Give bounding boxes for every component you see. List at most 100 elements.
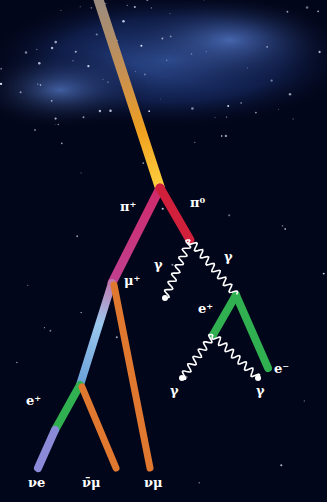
photon-line (189, 240, 238, 295)
star (107, 82, 108, 83)
star (36, 49, 37, 50)
star (203, 0, 205, 1)
star (76, 235, 78, 237)
primary-track (98, 0, 160, 188)
particle-label: γ (170, 384, 179, 398)
star (227, 105, 229, 107)
particle-label: μ⁺ (124, 274, 140, 288)
star (148, 110, 150, 112)
star (16, 362, 17, 363)
star (151, 7, 152, 8)
star (142, 162, 144, 164)
star (270, 79, 272, 81)
star (122, 20, 124, 22)
stars (0, 0, 325, 483)
star (280, 464, 282, 466)
star (205, 51, 207, 53)
particle-label: e⁺ (198, 302, 213, 316)
particle-label: γ (154, 258, 163, 272)
photon-line (182, 335, 213, 380)
photon-dots (162, 295, 261, 381)
star (51, 100, 53, 102)
star (140, 45, 142, 47)
star (0, 83, 2, 85)
star (194, 142, 195, 143)
particle-label: e⁻ (274, 362, 289, 376)
star (146, 0, 148, 1)
star (191, 107, 194, 110)
star (304, 400, 305, 401)
star (135, 71, 137, 73)
star (170, 35, 172, 37)
star (282, 225, 284, 227)
star (166, 60, 167, 61)
star (226, 116, 227, 117)
star (54, 41, 57, 44)
star (25, 51, 27, 53)
star (105, 3, 106, 4)
star (75, 51, 77, 53)
photon-line (165, 240, 191, 298)
star (225, 135, 227, 137)
star (109, 110, 111, 112)
star (83, 116, 85, 118)
star (38, 62, 40, 64)
star (80, 172, 81, 173)
muon-track (80, 283, 112, 385)
photon-dot (179, 375, 185, 381)
star (266, 46, 268, 48)
star (214, 116, 216, 118)
star (60, 10, 61, 11)
star (44, 327, 45, 328)
star (306, 6, 309, 9)
star (99, 110, 101, 112)
star (289, 93, 292, 96)
pion-track (112, 188, 160, 283)
star (80, 6, 81, 7)
star (34, 129, 36, 131)
particle-label: e⁺ (26, 394, 41, 408)
star (318, 51, 320, 53)
star (144, 74, 146, 76)
particle-label: π⁺ (120, 200, 136, 214)
particle-label: νe (28, 476, 45, 490)
star (37, 83, 38, 84)
star (199, 482, 200, 483)
star (91, 7, 93, 9)
star (0, 68, 2, 70)
particle-label: γ (224, 250, 233, 264)
star (317, 10, 319, 12)
particle-label: π⁰ (190, 196, 205, 210)
neutrino-track (38, 430, 55, 468)
star (240, 102, 241, 103)
star (160, 98, 162, 100)
star (284, 228, 286, 230)
star (49, 330, 51, 332)
pion-track (160, 188, 190, 240)
star (54, 124, 56, 126)
star (58, 124, 59, 125)
star (51, 47, 53, 49)
star (292, 118, 293, 119)
star (27, 285, 28, 286)
star (191, 53, 193, 55)
neutrino-track (82, 387, 116, 468)
tracks (38, 0, 268, 468)
star (20, 91, 22, 93)
star (171, 264, 173, 266)
star (277, 108, 279, 110)
star (323, 273, 325, 275)
star (127, 5, 128, 6)
star (40, 84, 42, 86)
star (87, 65, 89, 67)
star (102, 78, 104, 80)
neutrino-track (114, 285, 150, 468)
photon-lines (165, 240, 260, 379)
star (61, 143, 63, 145)
star (162, 38, 164, 40)
photon-line (212, 335, 259, 377)
star (54, 117, 56, 119)
star (221, 135, 223, 137)
